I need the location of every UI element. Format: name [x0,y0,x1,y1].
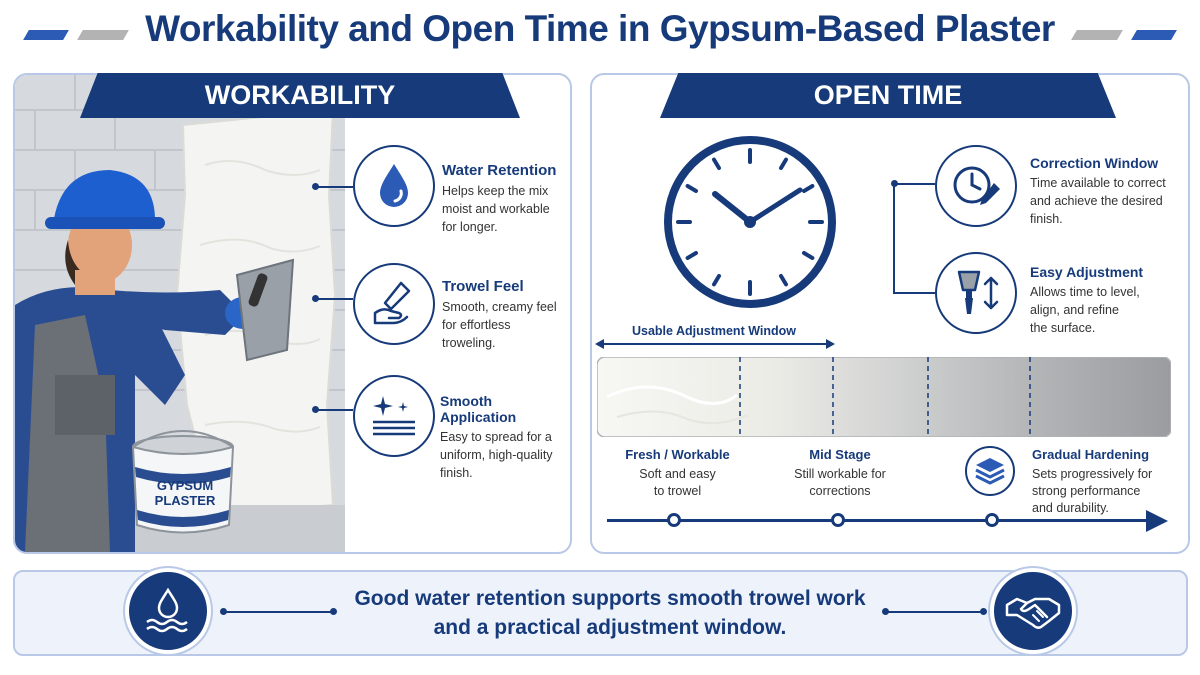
clock-pencil-icon [953,166,1000,205]
feature-title: Correction Window [1030,155,1159,171]
summary-connector-line [886,611,984,613]
stage-title: Mid Stage [809,447,871,462]
smooth-application-icon-ring [353,375,435,457]
connector-line [317,409,353,411]
stage-hardening: Gradual Hardening Sets progressively for… [1032,447,1182,517]
feature-desc: Time available to correct and achieve th… [1030,176,1166,226]
stage-fresh: Fresh / Workable Soft and easy to trowel [605,447,750,500]
clock-icon [664,136,836,308]
feature-title: Trowel Feel [442,278,524,295]
feature-desc: Helps keep the mix moist and workable fo… [442,184,550,234]
water-waves-icon [146,587,188,633]
water-drop-icon [380,164,408,207]
connector-line [317,298,353,300]
stage-desc: Soft and easy to trowel [639,467,716,498]
summary-connector-dot [220,608,227,615]
connector-dot [312,406,319,413]
timeline-marker-hardening [985,513,999,527]
stage-title: Gradual Hardening [1032,447,1150,462]
feature-desc: Allows time to level, align, and refine … [1030,285,1140,335]
correction-window-icon-ring [935,145,1017,227]
timeline-marker-fresh [667,513,681,527]
trowel-hand-icon [373,281,411,325]
workability-panel: GYPSUM PLASTER [13,73,572,554]
feature-easy-adjustment: Easy Adjustment Allows time to level, al… [1030,264,1180,337]
summary-connector-dot [882,608,889,615]
summary-connector-dot [980,608,987,615]
summary-connector-dot [330,608,337,615]
stage-title: Fresh / Workable [625,447,730,462]
handshake-icon [1005,597,1061,629]
page-title: Workability and Open Time in Gypsum-Base… [145,8,1055,49]
timeline-arrowhead [1146,510,1168,532]
layers-icon [975,458,1005,485]
trowel-feel-icon-ring [353,263,435,345]
stage-mid: Mid Stage Still workable for corrections [765,447,915,500]
plaster-stage-strip [597,357,1171,437]
summary-right-icon-ring [990,568,1076,654]
connector-line [893,183,935,185]
plasterer-illustration [15,75,345,552]
summary-text: Good water retention supports smooth tro… [354,587,866,639]
feature-water-retention: Water Retention Helps keep the mix moist… [442,162,567,236]
hardening-icon-ring [965,446,1015,496]
connector-line [893,183,895,293]
timeline-marker-mid [831,513,845,527]
adjustment-window-arrow [595,339,835,349]
timeline-line [607,519,1147,522]
connector-dot [312,295,319,302]
feature-desc: Smooth, creamy feel for effortless trowe… [442,300,557,350]
title-decoration-left [23,30,69,40]
feature-smooth-application: Smooth Application Easy to spread for a … [440,393,567,482]
workability-tab: WORKABILITY [80,73,520,118]
summary-connector-line [224,611,332,613]
title-decoration-left-gray [77,30,129,40]
feature-desc: Easy to spread for a uniform, high-quali… [440,430,553,480]
title-decoration-right-gray [1071,30,1123,40]
feature-title: Water Retention [442,162,557,179]
bucket-label: GYPSUM PLASTER [154,478,216,508]
feature-title: Smooth Application [440,393,517,425]
connector-line [317,186,353,188]
sparkle-lines-icon [373,396,415,436]
spatula-arrow-icon [957,270,999,314]
easy-adjustment-icon-ring [935,252,1017,334]
stage-desc: Sets progressively for strong performanc… [1032,467,1153,515]
title-decoration-right [1131,30,1177,40]
feature-title: Easy Adjustment [1030,264,1144,280]
feature-trowel-feel: Trowel Feel Smooth, creamy feel for effo… [442,278,567,352]
summary-left-icon-ring [125,568,211,654]
feature-correction-window: Correction Window Time available to corr… [1030,155,1180,228]
stage-desc: Still workable for corrections [794,467,886,498]
water-retention-icon-ring [353,145,435,227]
open-time-tab: OPEN TIME [660,73,1116,118]
connector-dot [312,183,319,190]
connector-line [893,292,935,294]
adjustment-window-label: Usable Adjustment Window [631,324,796,338]
